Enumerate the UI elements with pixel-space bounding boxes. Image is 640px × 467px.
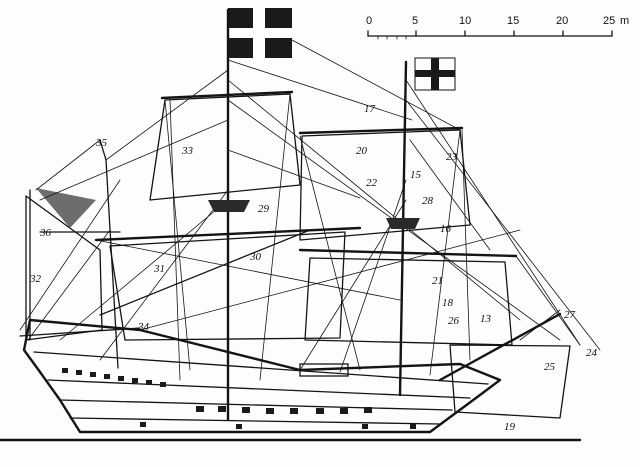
callout-label: 24 [586,347,598,359]
masts [29,8,408,422]
fore-top [386,218,420,229]
callout-label: 16 [440,223,452,235]
mizzen-topmast [99,139,107,161]
gun-ports [62,368,416,429]
callout-label: 15 [410,169,422,181]
callout-label: 35 [95,137,108,149]
hull [0,312,582,442]
callout-label: 34 [137,321,150,333]
sails [25,93,571,419]
callout-label: 25 [544,361,556,373]
stern-rail [19,327,141,337]
main-course-yard [94,226,362,242]
main-top [208,200,250,212]
scale-tick-label: 25 [603,15,615,27]
scale-tick-label: 0 [366,15,372,27]
fore-course [304,257,513,346]
callout-label: 13 [480,313,492,325]
callout-label: 33 [181,145,194,157]
callout-label: 27 [564,309,576,321]
bowsprit [438,312,562,382]
rigging-lines [19,39,601,381]
main-topsail-yard [160,90,294,100]
fore-course-yard [298,248,518,258]
yards [39,90,518,316]
callout-label: 32 [29,273,42,285]
callout-label: 28 [422,195,434,207]
scale-tick-label: 15 [507,15,519,27]
wale-lower [59,399,453,411]
callout-label: 20 [356,145,368,157]
callout-label: 29 [258,203,270,215]
fore-topsail [299,129,471,241]
spritsail [449,344,571,419]
fore-topsail-yard [298,126,464,135]
main-flag [228,8,292,58]
scale-tick-label: 5 [412,15,418,27]
wale-middle [47,379,471,399]
fore-flag [414,57,456,91]
scale-tick-label: 10 [459,15,471,27]
callout-label: 17 [364,103,376,115]
scale-unit: m [620,15,629,27]
mizzen-mast [105,159,119,369]
callout-label: 21 [432,275,443,287]
scale-tick-label: 20 [556,15,568,27]
mizzen-topsail-shade [36,188,96,228]
hull-outline [22,318,502,434]
flag-cross-horizontal [228,28,292,38]
callout-label: 26 [448,315,460,327]
wale-upper [33,351,489,385]
callout-labels: 15 16 17 18 19 20 21 22 23 24 25 26 27 2… [29,103,598,433]
main-topsail [149,93,301,201]
wale-bottom [69,417,441,425]
lateen-yard [99,229,311,316]
main-course [109,231,346,341]
callout-label: 19 [504,421,516,433]
callout-label: 30 [249,251,262,263]
fighting-tops [208,200,420,229]
scale-bar: 0 5 10 15 20 25 m [366,15,629,40]
callout-label: 23 [446,151,458,163]
callout-label: 31 [153,263,165,275]
forecastle [299,363,349,377]
callout-label: 18 [442,297,454,309]
callout-label: 22 [366,177,378,189]
callout-label: 36 [39,227,52,239]
flag-cross-horizontal [415,70,455,77]
